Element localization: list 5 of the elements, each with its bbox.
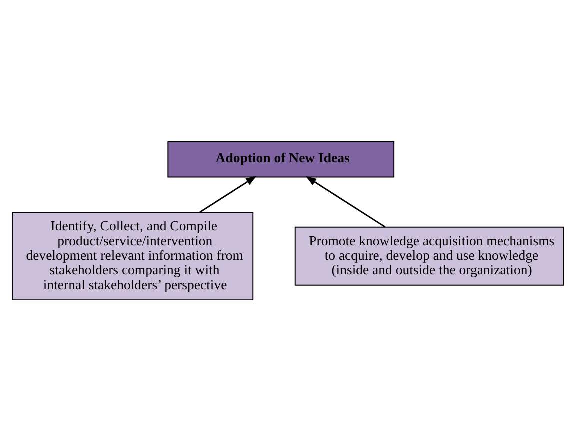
node-box: Adoption of New Ideas [168,140,395,178]
node-box: Promote knowledge acquisition mechanisms to acquire, develop and use knowledge (inside and outside the organization) [294,226,564,286]
node-box: Identify, Collect, and Compile product/service/intervention development relevant information from stakeholders comparing it with internal stakeholders’ perspective [12,212,254,300]
arrow [200,176,257,213]
arrow [306,176,386,228]
